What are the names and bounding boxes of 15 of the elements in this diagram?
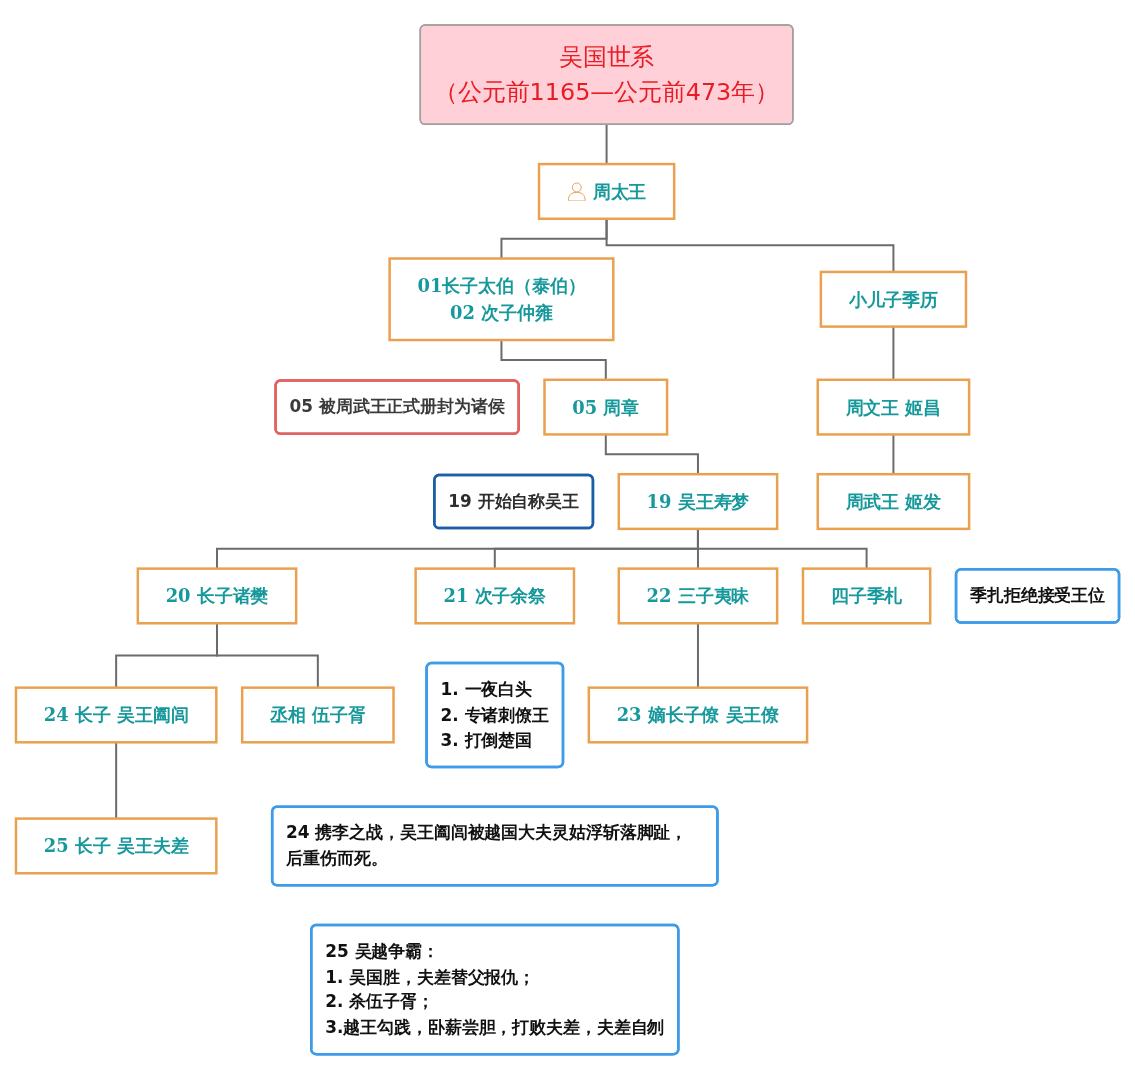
node-box: 01长子太伯（泰伯） 02 次子仲雍: [388, 257, 615, 342]
node-box: 周武王 姬发: [816, 473, 971, 531]
node-box: 22 三子夷昧: [617, 567, 779, 625]
node-box: 05 周章: [543, 379, 669, 437]
node-box: 24 长子 吴王阖闾: [14, 686, 218, 744]
node-box: 21 次子余祭: [414, 567, 576, 625]
node-box: 20 长子诸樊: [136, 567, 298, 625]
node-box: 25 长子 吴王夫差: [14, 817, 218, 875]
node-box: 丞相 伍子胥: [240, 686, 395, 744]
node-box: 19 吴王寿梦: [617, 473, 779, 531]
node-box: 小儿子季历: [819, 271, 968, 329]
node-box: 四子季札: [801, 567, 932, 625]
node-box: 23 嫡长子僚 吴王僚: [587, 686, 809, 744]
node-box: 周太王: [537, 163, 676, 221]
node-box: 周文王 姬昌: [816, 379, 971, 437]
